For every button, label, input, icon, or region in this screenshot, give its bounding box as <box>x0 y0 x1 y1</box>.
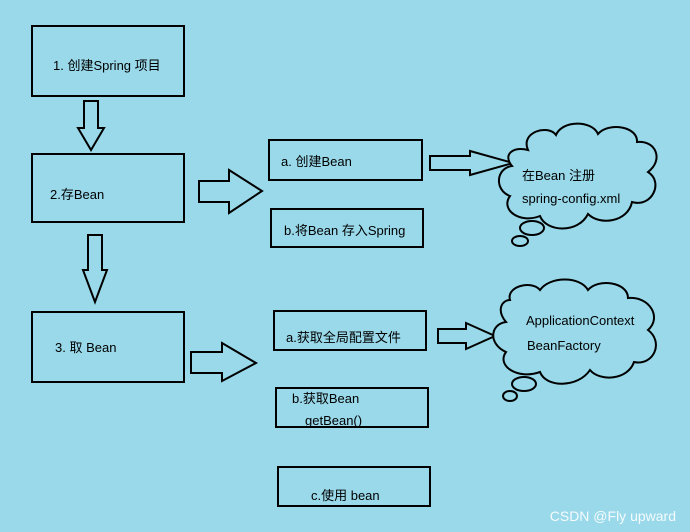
watermark: CSDN @Fly upward <box>549 508 676 524</box>
use-bean-label: c.使用 bean <box>311 488 380 503</box>
get-config-label: a.获取全局配置文件 <box>286 330 401 345</box>
get-bean-box <box>275 387 429 428</box>
step-store-bean-box <box>31 153 185 223</box>
cloud-2-line-1: ApplicationContext <box>526 313 635 328</box>
store-bean-label: b.将Bean 存入Spring <box>284 223 406 238</box>
step-store-bean-label: 2.存Bean <box>50 187 105 202</box>
cloud-1-line-2: spring-config.xml <box>522 191 621 206</box>
step-create-project-label: 1. 创建Spring 项目 <box>53 58 161 73</box>
cloud-callout-1 <box>498 122 658 247</box>
down-arrow-2 <box>81 234 109 305</box>
cloud-callout-2 <box>492 278 657 402</box>
right-arrow-store <box>198 168 264 215</box>
step-create-project-box <box>31 25 185 97</box>
get-config-box <box>273 310 427 351</box>
use-bean-box <box>277 466 431 507</box>
down-arrow-1 <box>76 100 106 152</box>
get-bean-label-1: b.获取Bean <box>292 391 360 406</box>
store-bean-box <box>270 208 424 248</box>
cloud-2-line-2: BeanFactory <box>527 338 601 353</box>
step-take-bean-box <box>31 311 185 383</box>
right-arrow-take <box>190 341 259 383</box>
cloud-1-line-1: 在Bean 注册 <box>522 168 595 183</box>
get-bean-label-2: getBean() <box>305 413 363 428</box>
right-arrow-cloud-1 <box>429 149 517 177</box>
create-bean-box <box>268 139 423 181</box>
step-take-bean-label: 3. 取 Bean <box>55 340 117 355</box>
create-bean-label: a. 创建Bean <box>281 154 352 169</box>
right-arrow-cloud-2 <box>437 321 498 351</box>
